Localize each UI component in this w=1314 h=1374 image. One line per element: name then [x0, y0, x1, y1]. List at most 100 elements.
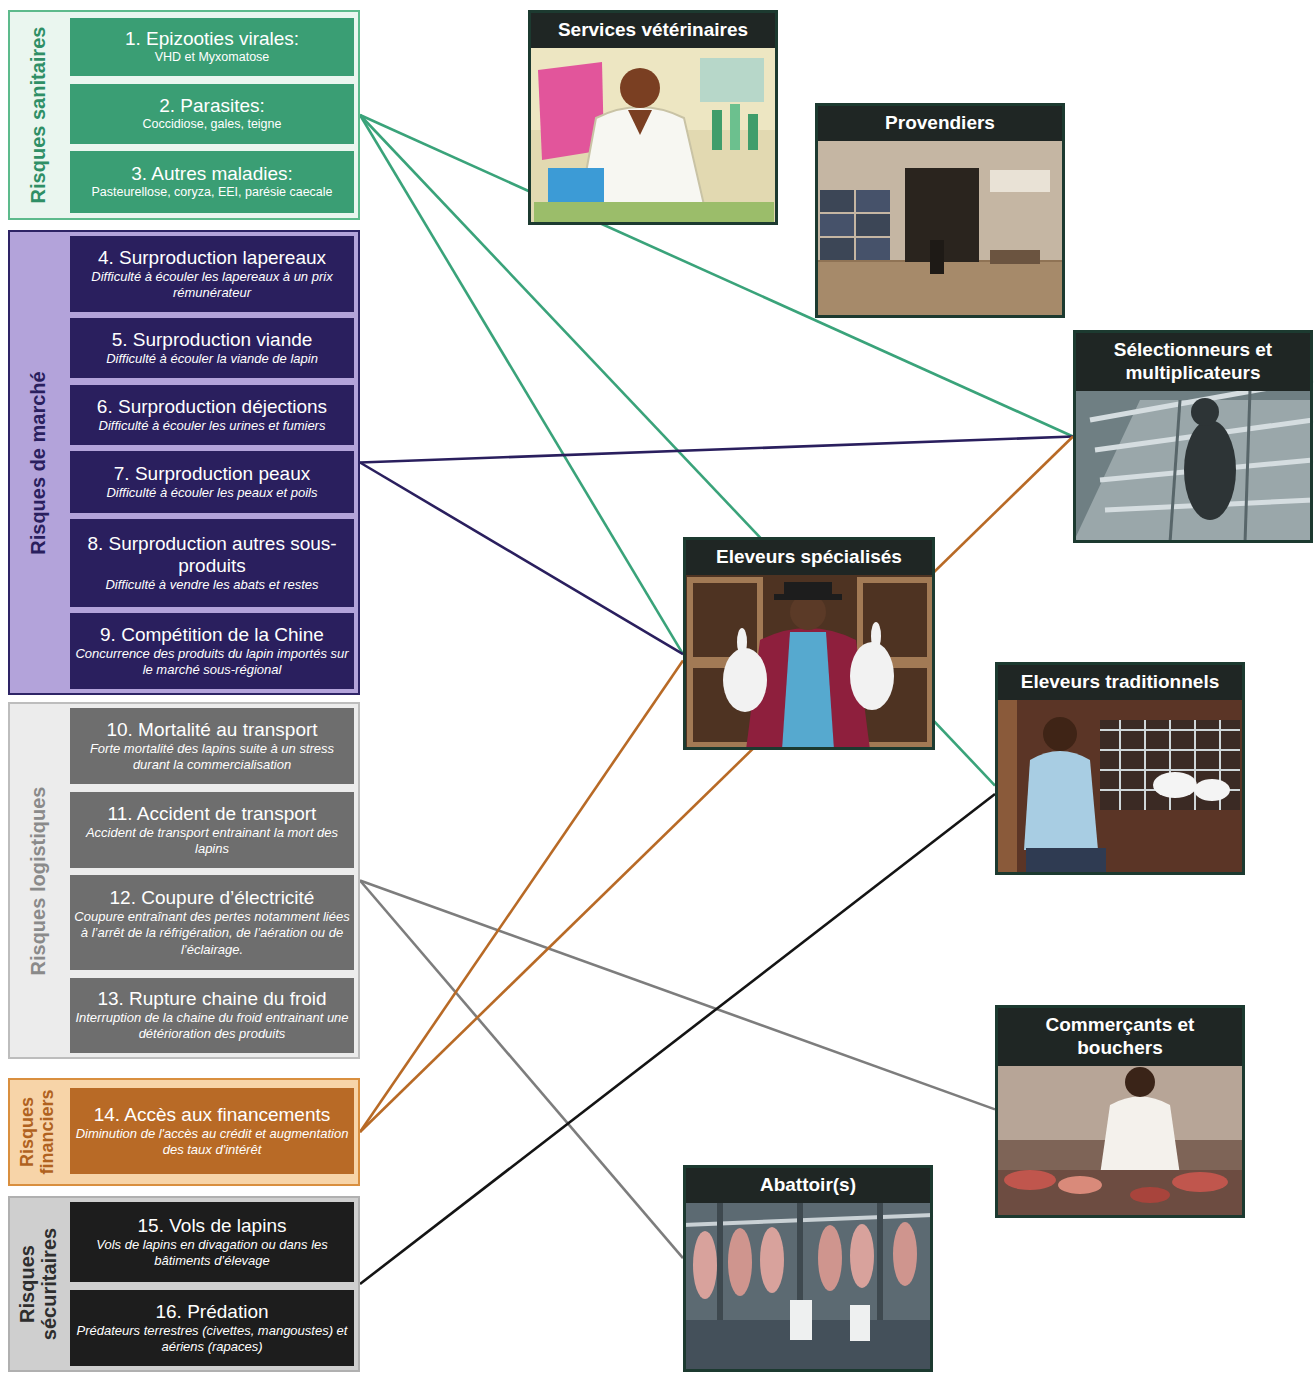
connector-line — [360, 463, 683, 655]
feed-supplier-illustration — [856, 190, 890, 212]
risk-description: Prédateurs terrestres (civettes, mangous… — [74, 1323, 350, 1356]
traditional-farmer-illustration — [1024, 751, 1098, 850]
connector-line — [360, 881, 683, 1259]
risk-title: 16. Prédation — [155, 1301, 268, 1323]
slaughterhouse-illustration — [683, 1165, 933, 1372]
risk-description: Vols de lapins en divagation ou dans les… — [74, 1237, 350, 1270]
vet-illustration — [528, 10, 778, 225]
butcher-illustration — [995, 1005, 1245, 1218]
feed-supplier-illustration — [990, 250, 1040, 264]
risk-item-box: 11. Accident de transportAccident de tra… — [70, 792, 354, 868]
risk-item-box: 12. Coupure d’électricitéCoupure entraîn… — [70, 875, 354, 970]
actor-title: Eleveurs traditionnels — [998, 665, 1242, 700]
actor-title: Eleveurs spécialisés — [686, 540, 932, 575]
connector-line — [360, 661, 683, 1132]
risk-item-box: 5. Surproduction viandeDifficulté à écou… — [70, 318, 354, 378]
financial-risk-group: Risques financiers14. Accès aux financem… — [8, 1078, 360, 1186]
breeder-illustration — [1184, 420, 1236, 520]
breeder-illustration — [1245, 390, 1250, 543]
actor-title: Sélectionneurs et multiplicateurs — [1076, 333, 1310, 391]
specialised-farmer-illustration — [737, 628, 747, 656]
risk-title: 8. Surproduction autres sous-produits — [74, 533, 350, 577]
risk-description: Difficulté à écouler la viande de lapin — [106, 351, 318, 367]
risk-title: 3. Autres maladies: — [131, 163, 293, 185]
slaughterhouse-illustration — [850, 1224, 874, 1288]
risk-title: 13. Rupture chaine du froid — [97, 988, 326, 1010]
specialised-farmer-illustration — [850, 642, 894, 710]
risk-title: 6. Surproduction déjections — [97, 396, 327, 418]
feed-supplier-illustration — [990, 170, 1050, 192]
group-label: Risques logistiques — [27, 706, 49, 1055]
risk-description: Coupure entraînant des pertes notamment … — [74, 909, 350, 958]
breeder-illustration — [1191, 398, 1219, 426]
risk-title: 14. Accès aux financements — [94, 1104, 331, 1126]
feed-supplier-illustration — [930, 240, 944, 274]
actor-box: Eleveurs spécialisés — [683, 537, 935, 750]
risk-item-box: 8. Surproduction autres sous-produitsDif… — [70, 519, 354, 607]
risk-description: Diminution de l'accès au crédit et augme… — [74, 1126, 350, 1159]
vet-illustration — [548, 168, 604, 202]
vet-illustration — [620, 68, 660, 108]
risk-item-box: 3. Autres maladies:Pasteurellose, coryza… — [70, 151, 354, 213]
actor-title: Abattoir(s) — [686, 1168, 930, 1203]
actor-box: Commerçants et bouchers — [995, 1005, 1245, 1218]
risk-description: Forte mortalité des lapins suite à un st… — [74, 741, 350, 774]
logistic-risk-group: Risques logistiques 10. Mortalité au tran… — [8, 702, 360, 1059]
risk-title: 1. Epizooties virales: — [125, 28, 299, 50]
slaughterhouse-illustration — [728, 1228, 752, 1296]
risk-item-box: 4. Surproduction lapereauxDifficulté à é… — [70, 236, 354, 312]
feed-supplier-illustration — [820, 190, 854, 212]
butcher-illustration — [1100, 1097, 1180, 1176]
butcher-illustration — [1004, 1170, 1056, 1190]
vet-illustration — [700, 58, 764, 102]
traditional-farmer-illustration — [995, 662, 1245, 875]
butcher-illustration — [995, 1005, 1245, 1218]
traditional-farmer-illustration — [1194, 779, 1230, 801]
butcher-illustration — [1130, 1187, 1170, 1203]
slaughterhouse-illustration — [760, 1227, 784, 1293]
butcher-illustration — [1172, 1172, 1228, 1192]
risk-item-box: 7. Surproduction peauxDifficulté à écoul… — [70, 451, 354, 513]
breeder-illustration — [1073, 330, 1313, 543]
actor-box: Sélectionneurs et multiplicateurs — [1073, 330, 1313, 543]
actor-box: Eleveurs traditionnels — [995, 662, 1245, 875]
specialised-farmer-illustration — [683, 537, 935, 750]
risk-item-box: 10. Mortalité au transportForte mortalit… — [70, 708, 354, 784]
feed-supplier-illustration — [820, 238, 854, 260]
risk-title: 11. Accident de transport — [108, 803, 317, 825]
vet-illustration — [628, 110, 652, 135]
traditional-farmer-illustration — [1026, 848, 1106, 872]
actor-title: Services vétérinaires — [531, 13, 775, 48]
risk-description: Difficulté à écouler les lapereaux à un … — [74, 269, 350, 302]
security-risk-group: Risques sécuritaires15. Vols de lapinsVo… — [8, 1196, 360, 1372]
risk-title: 15. Vols de lapins — [138, 1215, 287, 1237]
butcher-illustration — [995, 1170, 1245, 1218]
breeder-illustration — [1073, 400, 1313, 543]
risk-item-box: 6. Surproduction déjectionsDifficulté à … — [70, 385, 354, 445]
risk-title: 10. Mortalité au transport — [106, 719, 317, 741]
risk-title: 4. Surproduction lapereaux — [98, 247, 326, 269]
traditional-farmer-illustration — [1153, 772, 1197, 798]
connector-line — [360, 115, 1073, 437]
vet-illustration — [528, 10, 778, 225]
actor-title: Commerçants et bouchers — [998, 1008, 1242, 1066]
risk-description: Difficulté à vendre les abats et restes — [105, 577, 318, 593]
group-label: Risques sanitaires — [27, 14, 49, 216]
feed-supplier-illustration — [815, 103, 1065, 318]
risk-item-box: 9. Compétition de la ChineConcurrence de… — [70, 613, 354, 689]
slaughterhouse-illustration — [850, 1305, 870, 1341]
traditional-farmer-illustration — [1100, 720, 1240, 810]
specialised-farmer-illustration — [774, 594, 842, 600]
traditional-farmer-illustration — [1043, 717, 1077, 751]
slaughterhouse-illustration — [893, 1222, 917, 1286]
slaughterhouse-illustration — [818, 1225, 842, 1291]
feed-supplier-illustration — [815, 103, 1065, 318]
vet-illustration — [534, 202, 774, 222]
traditional-farmer-illustration — [995, 662, 1245, 875]
butcher-illustration — [1125, 1067, 1155, 1097]
slaughterhouse-illustration — [790, 1300, 812, 1340]
feed-supplier-illustration — [856, 214, 890, 236]
specialised-farmer-illustration — [723, 648, 767, 712]
actor-title: Provendiers — [818, 106, 1062, 141]
